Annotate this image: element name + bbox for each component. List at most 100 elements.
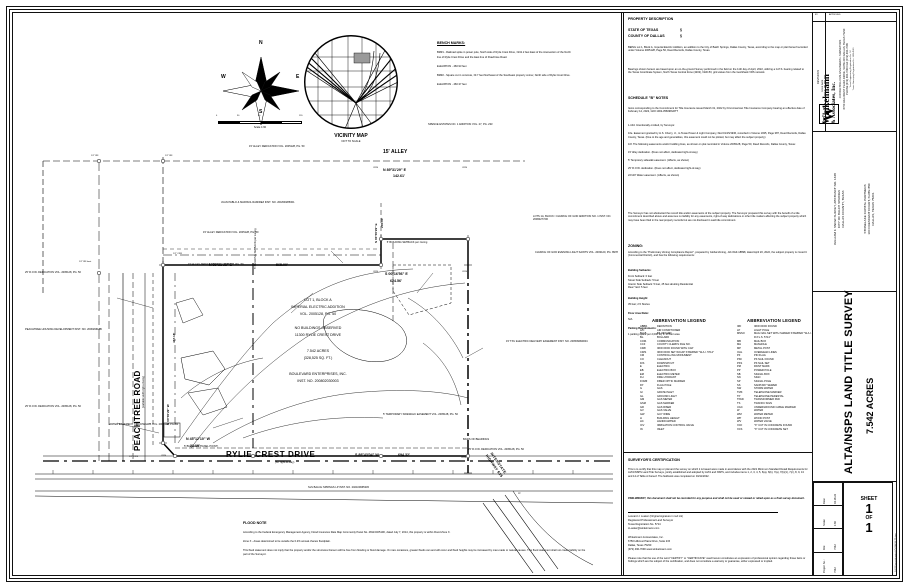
label-spence-estates: SPENCE ESTATES NO. 1 ADDITION VOL. 27, P…	[428, 123, 493, 126]
flood-note-heading: FLOOD NOTE	[243, 521, 267, 525]
legend-left-abbr-9: CO	[640, 358, 644, 362]
legend-left-def-7: IRON ROD SET W/CAP STAMPED "W.A.I. 5714"	[657, 350, 714, 354]
legend-right-def-8: PK NAIL FOUND	[754, 358, 774, 362]
meta-label-0: Date:	[823, 497, 826, 504]
schedule-b-closing: The Surveyor has not abstracted the reco…	[628, 212, 807, 222]
schedule-b-item-3: 15' Alley dedication. (Does not affect, …	[628, 151, 698, 154]
legend-left-def-2: BILLBOARD	[657, 332, 672, 336]
label-alley-dedication-top: 15' ALLEY DEDICATION VOL. 2005128, PG. 5…	[249, 145, 305, 148]
label-church: CHURCH OF GOD EVENING LIGHT SAINTS VOL. …	[535, 251, 618, 254]
scale-note: Scale 1:60	[253, 126, 267, 129]
legend-right-abbr-12: SB	[737, 372, 741, 376]
legend-right-abbr-6: OHL	[737, 350, 743, 354]
bearing-1-dist: 142.61'	[393, 174, 405, 178]
zoning-height-heading: Building Height:	[628, 297, 649, 300]
label-panel-point: 5' BUILDING (PANEL POINT)	[184, 445, 219, 448]
bearing-6-dist: 200.00'	[380, 217, 384, 228]
monument-tag-0: 1/2" IRF	[91, 155, 99, 157]
title-block-divider	[812, 12, 813, 576]
revisions-header-row: BY APPROVED	[813, 12, 897, 22]
legend-right-def-20: TRAFFIC SIGN	[754, 402, 773, 406]
survey-info-block: WILLIAM F. SNOW SURVEY, ABSTRACT NO. 134…	[813, 132, 897, 292]
legend-left-def-11: ELECTRIC	[657, 365, 670, 369]
meta-cell-1: Scale:1:60	[813, 505, 843, 529]
legend-left-row: BLLB.BILLBOARD	[640, 332, 722, 336]
bearing-2-dist: 624.56'	[390, 279, 402, 283]
legend-left-def-8: CONTROLLING MONUMENT	[657, 354, 692, 358]
legend-right-abbr-9: PKS	[737, 361, 743, 365]
vicinity-map-content	[304, 35, 398, 129]
label-acreage: 7.542 ACRES	[306, 349, 330, 353]
vicinity-map-subtitle: NOT TO SCALE	[341, 140, 361, 143]
legend-left-def-21: GAS MARKER	[657, 402, 675, 406]
zoning-height-value: 35 feet; 2.5 Stories	[628, 303, 650, 306]
meta-value-1: 1:60	[834, 520, 837, 526]
schedule-b-item-6: 22'x20' Water easement. (Affects, as sho…	[628, 174, 680, 178]
schedule-b-item-0: 1-10d. Intentionally omitted, by Surveyo…	[628, 124, 676, 127]
legend-right-def-24: WOOD POST	[754, 416, 771, 420]
legend-left-abbr-14: FH	[640, 376, 644, 380]
legend-left-def-13: ELECTRIC METER	[657, 372, 680, 376]
zoning-body: According to the "Preliminary Zoning Com…	[628, 251, 808, 258]
sheet-border-outer	[6, 6, 903, 582]
certification-heading: SURVEYOR'S CERTIFICATION	[628, 458, 680, 462]
certification-signature-line-2: Texas Registration No. 5714	[628, 522, 661, 526]
file-path-footer: S:\22\Survey\drawings\7542ALTA-TS.dwg	[895, 533, 897, 572]
right-data-column: PROPERTY DESCRIPTION STATE OF TEXAS § CO…	[624, 12, 812, 576]
label-water-easement: WATER EASEMENT TO DO/WGWB VOL. 2005128, …	[109, 423, 179, 426]
survey-acreage: 7.542 ACRES	[865, 377, 875, 434]
legend-right-def-0: IRON ROD FOUND	[754, 325, 777, 328]
legend-left-row: COM.COMMUNICATION	[640, 340, 722, 344]
legend-right-abbr-11: PP	[737, 369, 741, 373]
label-alley-title: 15' ALLEY	[383, 149, 408, 155]
certification-company-line-0: Winkelmann & Associates, Inc.	[628, 536, 664, 539]
legend-left-def-16: FLAG POLE	[657, 383, 672, 387]
sheet-number: 1	[865, 501, 873, 516]
zoning-far-heading: Floor Area Ratio:	[628, 312, 649, 315]
label-imperial-vol: VOL. 2005128, PG. 50	[299, 312, 337, 316]
legend-right-def-6: OVERHEAD LINES	[754, 350, 777, 354]
meta-cell-2: File:7542	[813, 529, 843, 553]
legend-right-def-16: STORM WATER	[754, 387, 774, 391]
schedule-b-item-4: 5' Temporary sidewalk easement. (Affects…	[628, 158, 690, 162]
title-block: W Winkelmann & Associates, Inc. CONSULTI…	[813, 12, 897, 576]
legend-left-abbr-15: FOM#	[640, 380, 648, 384]
legend-left-def-0: DEFINITION	[657, 325, 672, 328]
vicinity-map-title: VICINITY MAP	[334, 133, 368, 139]
sheet-number-block: SHEET 1 OF 1	[845, 496, 893, 534]
property-description-p1: Bearings shown hereon are based upon an …	[628, 68, 804, 75]
legend-left-def-20: GAS METER	[657, 398, 673, 402]
survey-location-info: WILLIAM F. SNOW SURVEY, ABSTRACT NO. 134…	[833, 173, 845, 245]
scale-tick-30: 30	[237, 115, 240, 117]
zoning-setback-0: Front Setback: 0 feet	[628, 275, 653, 278]
legend-left-abbr-6: CIRF	[640, 347, 647, 351]
legend-right-abbr-7: PF	[737, 354, 741, 358]
legend-right-row: XCF"X" CUT IN CONCRETE FOUND	[737, 424, 817, 428]
legend-left-def-15: FIBER OPTIC MARKER	[657, 380, 686, 384]
certification-company-line-2: Dallas, Texas 75230	[628, 543, 652, 547]
